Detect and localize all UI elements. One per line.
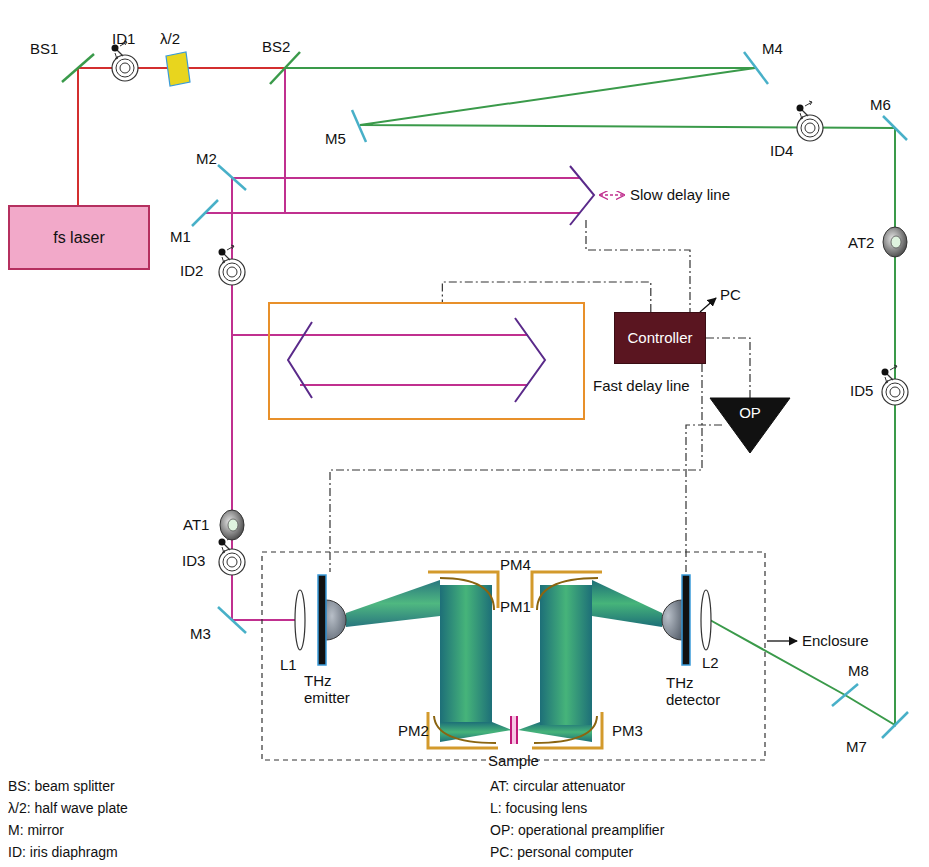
part-label: M3	[190, 625, 211, 642]
part-label: λ/2	[160, 30, 180, 47]
key-text: L: focusing lens	[490, 800, 587, 817]
mirror	[352, 110, 366, 142]
retroreflector	[515, 318, 545, 402]
key-text: ID: iris diaphragm	[8, 844, 118, 861]
key-text: M: mirror	[8, 822, 64, 839]
part-label: ID2	[180, 262, 203, 279]
beam-splitter	[62, 54, 94, 82]
laser-box: fs laser	[8, 205, 150, 270]
beam-splitter	[270, 52, 300, 84]
part-label: M7	[846, 738, 867, 755]
part-label: BS1	[30, 40, 58, 57]
part-label: AT1	[183, 516, 209, 533]
part-label: ID4	[770, 142, 793, 159]
part-label: M2	[196, 150, 217, 167]
key-text: BS: beam splitter	[8, 778, 115, 795]
part-label: M1	[170, 228, 191, 245]
parabolic-mirror	[428, 572, 498, 608]
control-line	[586, 220, 690, 312]
part-label: ID3	[182, 552, 205, 569]
part-label: PM3	[612, 722, 643, 739]
key-text: PC: personal computer	[490, 844, 633, 861]
mirror	[883, 116, 907, 140]
part-label: Slow delay line	[630, 186, 730, 203]
box-label: fs laser	[53, 228, 105, 247]
part-label: THz emitter	[304, 672, 366, 706]
box-label: OP	[739, 404, 761, 422]
part-label: M6	[870, 96, 891, 113]
delay-stage-box: Fast delay line	[268, 302, 585, 420]
thz-detector	[682, 575, 690, 665]
key-text: AT: circular attenuator	[490, 778, 625, 795]
probe-beam	[285, 68, 895, 725]
part-label: ID1	[112, 30, 135, 47]
part-label: Sample	[488, 752, 539, 769]
part-label: PM4	[500, 556, 531, 573]
focusing-lens	[701, 590, 711, 650]
pc-arrow	[700, 298, 716, 312]
control-line	[330, 364, 702, 572]
part-label: PC	[720, 286, 741, 303]
laser-beam	[78, 68, 285, 205]
half-wave-plate	[166, 52, 190, 86]
part-label: ID5	[850, 382, 873, 399]
signal-line	[686, 425, 722, 572]
pump-beam	[285, 68, 580, 213]
enclosure-box	[262, 552, 765, 760]
enclosure-arrow	[767, 640, 797, 641]
part-label: AT2	[848, 234, 874, 251]
control-connector	[442, 282, 650, 312]
retroreflector	[570, 166, 594, 225]
box-label: Controller	[627, 329, 692, 347]
parabolic-mirror	[532, 712, 602, 748]
mirror	[218, 607, 246, 633]
mirror	[218, 165, 246, 190]
part-label: PM1	[500, 598, 531, 615]
part-label: M4	[762, 40, 783, 57]
part-label: M8	[848, 662, 869, 679]
part-label: BS2	[262, 38, 290, 55]
mirror	[832, 684, 858, 706]
control-connector	[706, 338, 750, 398]
retroreflector	[288, 322, 312, 398]
controller-box: Controller	[614, 312, 706, 364]
mirror	[192, 200, 218, 226]
thz-emitter	[318, 575, 326, 665]
mirror	[882, 712, 908, 738]
part-label: M5	[325, 130, 346, 147]
sample-holder	[511, 716, 517, 744]
stage-label: Fast delay line	[593, 377, 690, 395]
part-label: Enclosure	[802, 632, 869, 649]
part-label: PM2	[398, 722, 429, 739]
part-label: L2	[702, 654, 719, 671]
preamplifier-triangle: OP	[710, 398, 790, 453]
part-label: THz detector	[666, 674, 728, 708]
key-text: λ/2: half wave plate	[8, 800, 128, 817]
key-text: OP: operational preamplifier	[490, 822, 664, 839]
part-label: L1	[280, 656, 297, 673]
parabolic-mirror	[428, 712, 498, 748]
focusing-lens	[295, 590, 305, 650]
